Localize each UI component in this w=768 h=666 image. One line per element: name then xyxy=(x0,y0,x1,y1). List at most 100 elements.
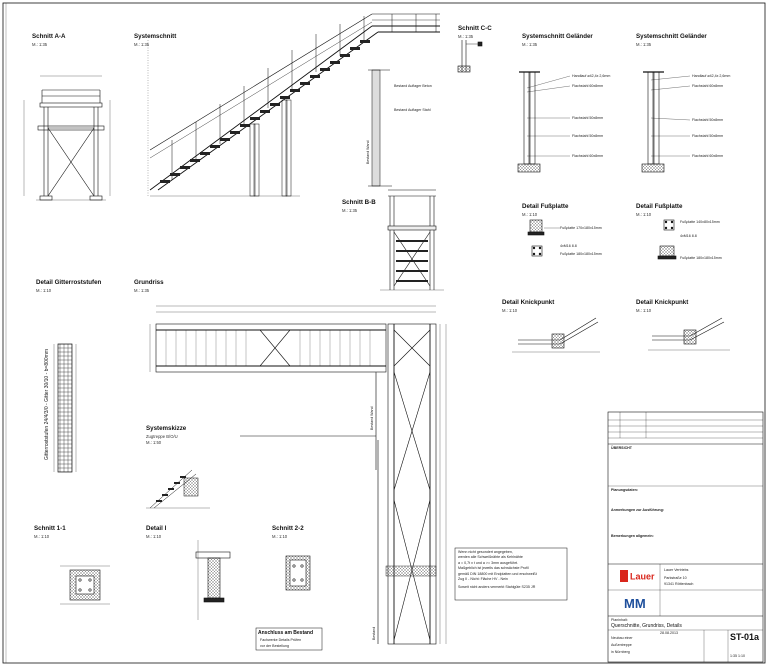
schnitt-bb-scale: M.: 1:35 xyxy=(342,208,358,213)
callout-bestand: Bestand xyxy=(372,626,376,640)
callout-flachstahl-6: Flachstahl 50x8mm xyxy=(692,118,724,122)
callout-fussplatte-c: Fußplatte 140x80x15mm xyxy=(680,220,720,224)
statik-note-line: werden alle Schweißnähte als Kehlnähte xyxy=(458,555,523,560)
anschluss-frame xyxy=(255,627,323,651)
tb-contents: Querschnitte, Grundriss, Details xyxy=(611,623,682,629)
gelaender-2-drawing xyxy=(641,71,691,173)
systemschnitt-scale: M.: 1:35 xyxy=(134,42,150,47)
tb-company1-addr: Parkstraße 10 xyxy=(664,576,687,580)
schnitt-11-drawing xyxy=(60,565,110,605)
knick-1-title: Detail Knickpunkt xyxy=(502,299,555,306)
statik-note-line: Wenn nicht gesondert angegeben, xyxy=(458,550,513,554)
fussplatte-2-drawing xyxy=(657,219,677,260)
callout-flachstahl-3: Flachstahl 50x8mm xyxy=(572,134,604,138)
tb-sheet-no: ST-01a xyxy=(730,632,760,642)
statik-note-line: gemäß DIN 18800 mit Endplatten und ersch… xyxy=(458,571,537,576)
gitterrost-scale: M.: 1:10 xyxy=(36,288,52,293)
schnitt-aa-scale: M.: 1:35 xyxy=(32,42,48,47)
tb-notes-header1: Anmerkungen zur Ausführung: xyxy=(611,508,664,512)
fussplatte-2-title: Detail Fußplatte xyxy=(636,203,683,210)
tb-company1-name: Lauer Vertriebs xyxy=(664,568,689,572)
titleblock-frame xyxy=(607,411,764,663)
schnitt-11-scale: M.: 1:10 xyxy=(34,534,50,539)
fussplatte-1-drawing xyxy=(527,219,560,257)
lauer-logo-text: Lauer xyxy=(630,572,655,582)
tb-company1-city: 91341 Röttenbach xyxy=(664,582,694,586)
schnitt-bb-title: Schnitt B-B xyxy=(342,199,376,206)
detail-i-title: Detail I xyxy=(146,525,167,532)
callout-gitterrost-vertical: Gitterroststufen 24/4/3/0 - Gitter 30/10… xyxy=(44,348,50,460)
knick-1-scale: M.: 1:10 xyxy=(502,308,518,313)
schnitt-22-drawing xyxy=(285,555,311,591)
callout-fussplatte-a: Fußplatte 170x180x15mm xyxy=(560,226,602,230)
detail-i-drawing xyxy=(195,540,231,620)
gelaender-2-scale: M.: 1:35 xyxy=(636,42,652,47)
gitterrost-drawing xyxy=(53,343,77,473)
knick-2-scale: M.: 1:10 xyxy=(636,308,652,313)
tb-project-line1: Neubau einer xyxy=(611,636,633,640)
schnitt-22-title: Schnitt 2-2 xyxy=(272,525,304,532)
systemschnitt-title: Systemschnitt xyxy=(134,33,177,40)
callout-auflager-2: Bestand Auflager Stahl xyxy=(394,108,431,112)
anschluss-title: Anschluss am Bestand xyxy=(258,630,314,636)
callout-fussplatte-d: Fußplatte 180x180x15mm xyxy=(680,256,722,260)
callout-fussplatte-b: Fußplatte 180x180x15mm xyxy=(560,252,602,256)
statik-note-line: a = 0,7t x t und a >= 3mm ausgeführt. xyxy=(458,560,519,565)
statik-note-line: Maßgeblich ist jeweils das schwächste Pr… xyxy=(458,566,529,571)
systemskizze-drawing xyxy=(146,469,210,509)
grundriss-title: Grundriss xyxy=(134,279,164,286)
callout-flachstahl-5: Flachstahl 60x8mm xyxy=(692,84,724,88)
callout-bestand-wand-2: Bestand Wand xyxy=(370,406,374,430)
tb-project-line2: Außentreppe xyxy=(611,643,632,647)
grundriss-scale: M.: 1:35 xyxy=(134,288,150,293)
gelaender-2-title: Systemschnitt Geländer xyxy=(636,33,707,40)
systemskizze-subtitle: Zugtreppe B/O/U xyxy=(146,434,178,439)
schnitt-aa-title: Schnitt A-A xyxy=(32,33,66,40)
gitterrost-title: Detail Gitterroststufen xyxy=(36,279,102,286)
lauer-logo: Lauer xyxy=(620,570,655,582)
callout-schraube-a: 4xM16 8.8 xyxy=(560,244,577,248)
callout-flachstahl-1: Flachstahl 60x8mm xyxy=(572,84,604,88)
tb-project-line3: in Nürnberg xyxy=(611,650,630,654)
schnitt-aa-drawing xyxy=(23,75,111,201)
anschluss-line1: Fachwerke Details Prüfen xyxy=(260,638,302,642)
systemschnitt-drawing xyxy=(147,13,440,197)
tb-plans-header: Planungsdaten: xyxy=(611,488,638,492)
grundriss-drawing xyxy=(149,305,447,645)
schnitt-cc-title: Schnitt C-C xyxy=(458,25,492,32)
callout-flachstahl-8: Flachstahl 60x8mm xyxy=(692,154,724,158)
systemskizze-title: Systemskizze xyxy=(146,425,187,432)
knick-2-drawing xyxy=(648,317,730,351)
schnitt-11-title: Schnitt 1-1 xyxy=(34,525,66,532)
callout-auflager-1: Bestand Auflager Beton xyxy=(394,84,432,88)
callout-handlauf-1: Handlauf ø42,4x 2,6mm xyxy=(572,74,611,78)
detail-i-scale: M.: 1:10 xyxy=(146,534,162,539)
statik-note-line: Soweit nicht anders vermerkt Stahlgüte S… xyxy=(458,584,536,589)
fussplatte-1-title: Detail Fußplatte xyxy=(522,203,569,210)
mm-logo-text: MM xyxy=(624,596,646,610)
schnitt-22-scale: M.: 1:10 xyxy=(272,534,288,539)
schnitt-cc-scale: M.: 1:35 xyxy=(458,34,474,39)
fussplatte-1-scale: M.: 1:10 xyxy=(522,212,538,217)
callout-bestand-wand-1: Bestand Wand xyxy=(366,140,370,164)
schnitt-cc-drawing xyxy=(457,40,483,73)
mm-logo: MM xyxy=(624,596,646,610)
systemskizze-scale: M.: 1:50 xyxy=(146,440,162,445)
callout-flachstahl-4: Flachstahl 60x8mm xyxy=(572,154,604,158)
tb-date: 28.08.2013 xyxy=(660,631,678,635)
knick-1-drawing xyxy=(512,317,600,353)
callout-flachstahl-7: Flachstahl 50x8mm xyxy=(692,134,724,138)
tb-contents-label: Planinhalt: xyxy=(611,618,628,622)
anschluss-line2: vor der Bestellung xyxy=(260,644,289,648)
tb-notes-header2: Bemerkungen allgemein: xyxy=(611,534,654,538)
callout-flachstahl-2: Flachstahl 50x8mm xyxy=(572,116,604,120)
callout-schraube-b: 4xM16 8.8 xyxy=(680,234,697,238)
schnitt-bb-drawing xyxy=(380,189,444,291)
tb-revision-header: ÜBERSICHT xyxy=(611,446,632,450)
statik-note-line: Zug II - Nicht: Fläche HV - Nein xyxy=(458,576,508,581)
knick-2-title: Detail Knickpunkt xyxy=(636,299,689,306)
callout-handlauf-2: Handlauf ø42,4x 2,6mm xyxy=(692,74,731,78)
